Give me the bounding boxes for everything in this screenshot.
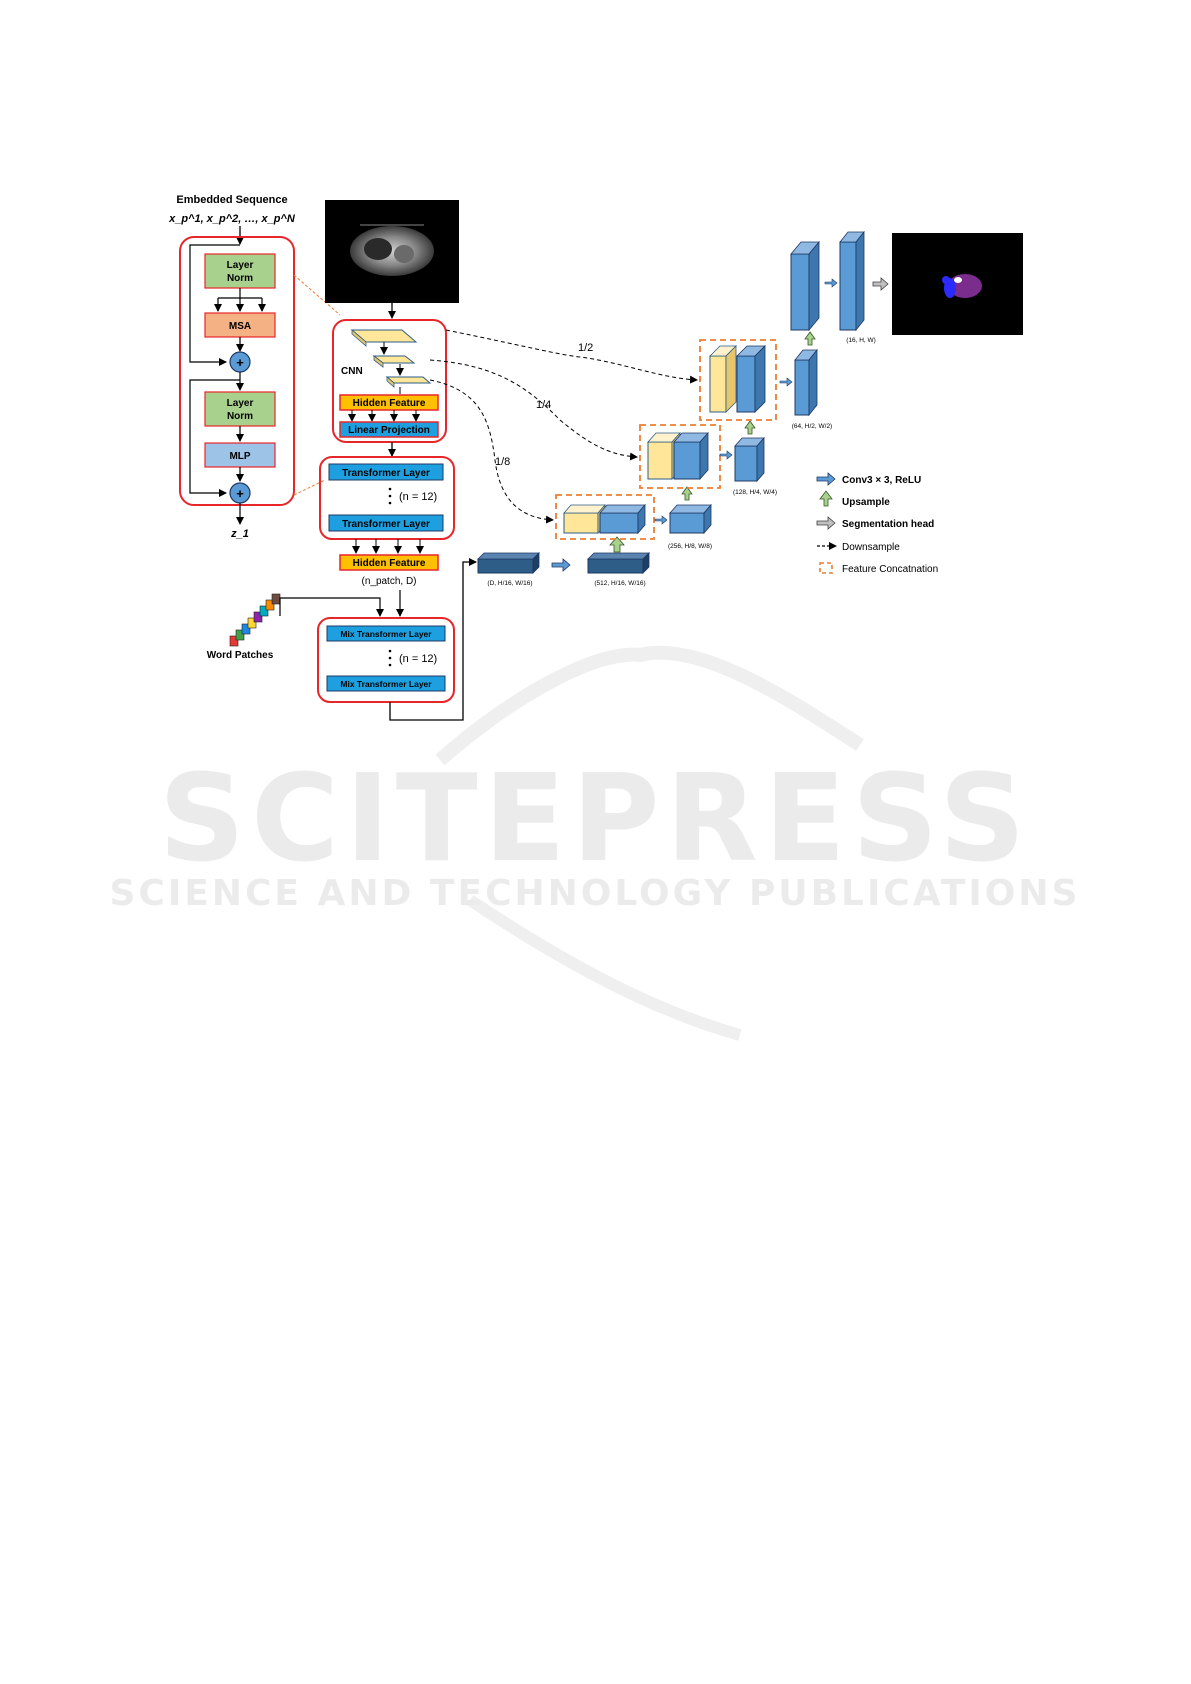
word-patch <box>229 635 239 647</box>
concat-box-eighth <box>555 494 655 540</box>
layer-norm-1-line2: Norm <box>227 273 253 284</box>
upsample-arrow-icon <box>609 536 625 553</box>
legend-conv-icon <box>816 472 836 486</box>
embedded-sequence-title: Embedded Sequence <box>176 194 287 206</box>
mlp-label: MLP <box>229 451 250 462</box>
linear-projection-box <box>339 421 439 438</box>
watermark-brand: SCITEPRESS <box>159 750 1032 889</box>
shape-512-label: (512, H/16, W/16) <box>594 580 645 587</box>
shape-d-label: (D, H/16, W/16) <box>487 580 532 587</box>
ct-input-image <box>325 200 459 303</box>
transformer-layer-top <box>328 463 444 481</box>
blue-block-eighth <box>599 503 646 535</box>
msa-label: MSA <box>229 321 251 332</box>
conv-arrow-icon <box>551 558 571 572</box>
transformer-frame <box>319 456 455 540</box>
skip-half-label: 1/2 <box>578 342 593 354</box>
embedded-sequence-symbols: x_p^1, x_p^2, …, x_p^N <box>168 213 296 225</box>
cnn-label: CNN <box>341 366 363 377</box>
yellow-block-eighth <box>563 503 606 535</box>
legend-concat-icon <box>819 562 833 574</box>
blue-block-quarter <box>673 431 709 481</box>
feature-block-512 <box>587 552 650 574</box>
layer-norm-2-line2: Norm <box>227 411 253 422</box>
transformer-layer-bottom <box>328 514 444 532</box>
feature-block-64 <box>794 348 818 417</box>
mix-layer-bottom <box>326 675 446 692</box>
legend-seg-head-icon <box>816 516 836 530</box>
concat-box-quarter <box>639 424 721 489</box>
word-patch <box>235 629 245 641</box>
feature-block-256 <box>669 503 712 535</box>
concat-box-half <box>699 339 777 421</box>
word-patch <box>265 599 275 611</box>
word-patch <box>247 617 257 629</box>
hidden-feature-cnn-label: Hidden Feature <box>353 398 426 409</box>
text-branch: Word Patches Mix Transformer Layer (n = … <box>207 558 477 721</box>
feature-block-128 <box>734 436 765 483</box>
shape-16-label: (16, H, W) <box>846 337 876 344</box>
word-patch-stack <box>229 593 281 647</box>
hidden-feature-shape: (n_patch, D) <box>361 576 416 587</box>
feature-block-full-a <box>790 240 820 332</box>
legend-conv-label: Conv3 × 3, ReLU <box>842 475 921 486</box>
layer-norm-box-2 <box>204 391 276 427</box>
layer-norm-1-line1: Layer <box>227 260 254 271</box>
transformer-layer-top-label: Transformer Layer <box>342 468 430 479</box>
msa-box <box>204 312 276 338</box>
hidden-feature-out-label: Hidden Feature <box>353 558 426 569</box>
add-symbol-1: + <box>236 355 244 370</box>
word-patches-label: Word Patches <box>207 650 274 661</box>
hidden-feature-box-out <box>339 554 439 571</box>
cnn-frame <box>332 319 447 443</box>
watermark-tagline: SCIENCE AND TECHNOLOGY PUBLICATIONS <box>110 873 1081 914</box>
blue-block-half <box>736 345 766 413</box>
yellow-block-half <box>709 345 737 413</box>
mix-layer-top-label: Mix Transformer Layer <box>340 629 432 639</box>
decoder: (D, H/16, W/16) (512, H/16, W/16) <box>429 230 1023 587</box>
mix-transformer-frame <box>317 617 455 703</box>
feature-block-d <box>477 552 540 574</box>
shape-256-label: (256, H/8, W/8) <box>668 543 712 550</box>
layer-norm-box-1 <box>204 253 276 289</box>
transformer-block-detail: Embedded Sequence x_p^1, x_p^2, …, x_p^N… <box>168 194 296 540</box>
skip-eighth-label: 1/8 <box>495 456 510 468</box>
word-patch <box>271 593 281 605</box>
add-symbol-2: + <box>236 486 244 501</box>
shape-64-label: (64, H/2, W/2) <box>792 423 832 430</box>
watermark: SCITEPRESS SCIENCE AND TECHNOLOGY PUBLIC… <box>110 645 1081 1041</box>
shape-128-label: (128, H/4, W/4) <box>733 489 777 496</box>
legend-seg-head-label: Segmentation head <box>842 519 934 530</box>
hidden-feature-box-cnn <box>339 394 439 411</box>
word-patch <box>259 605 269 617</box>
segmentation-output-image <box>892 233 1023 335</box>
legend-downsample-label: Downsample <box>842 542 900 553</box>
transformer-encoder: Transformer Layer (n = 12) Transformer L… <box>319 456 455 617</box>
mix-layer-count: (n = 12) <box>399 653 437 665</box>
legend-upsample-icon <box>819 490 833 507</box>
word-patch <box>241 623 251 635</box>
legend: Conv3 × 3, ReLU Upsample Segmentation he… <box>816 472 938 575</box>
transformer-layer-bottom-label: Transformer Layer <box>342 519 430 530</box>
mix-layer-top <box>326 625 446 642</box>
legend-upsample-label: Upsample <box>842 497 890 508</box>
transformer-block-frame <box>179 236 295 506</box>
mix-layer-bottom-label: Mix Transformer Layer <box>340 679 432 689</box>
word-patch <box>253 611 263 623</box>
transformer-layer-count: (n = 12) <box>399 491 437 503</box>
feature-block-16 <box>839 230 865 332</box>
segmentation-head-arrow-icon <box>872 277 889 291</box>
output-z1: z_1 <box>230 528 249 540</box>
linear-projection-label: Linear Projection <box>348 425 430 436</box>
layer-norm-2-line1: Layer <box>227 398 254 409</box>
legend-concat-label: Feature Concatnation <box>842 564 938 575</box>
cnn-encoder: CNN Hidden Feature Linear Projection <box>332 319 447 443</box>
skip-quarter-label: 1/4 <box>536 399 551 411</box>
